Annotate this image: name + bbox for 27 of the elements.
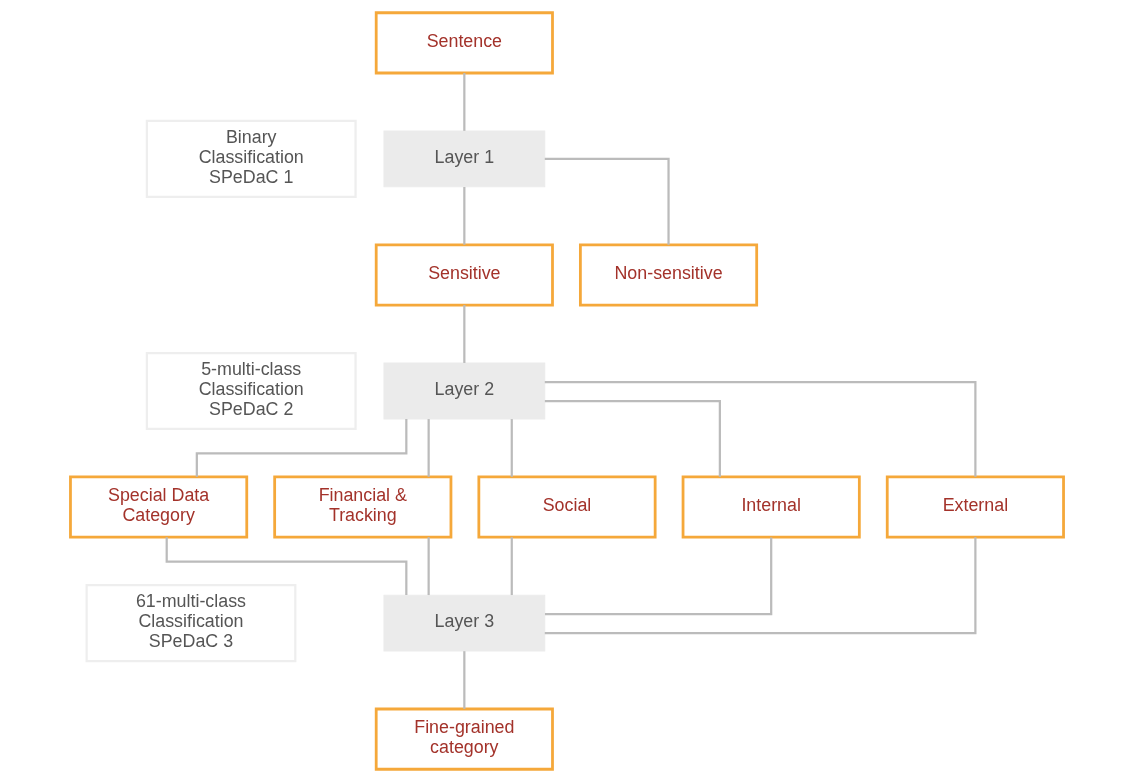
node-box: Fine-grained category (374, 707, 554, 771)
node-box: Internal (681, 475, 861, 539)
node-box: Layer 2 (383, 362, 546, 420)
connector (165, 537, 408, 595)
connector (463, 73, 466, 131)
connector (463, 305, 466, 363)
node-box: Layer 1 (383, 130, 546, 188)
node-box: Sentence (374, 11, 554, 75)
connector (544, 537, 773, 616)
connector (544, 537, 977, 635)
connector (463, 651, 466, 709)
node-box: External (885, 475, 1065, 539)
node-box: Layer 3 (383, 594, 546, 652)
connector (544, 157, 670, 245)
connector (544, 380, 977, 477)
connector (510, 419, 513, 477)
connector (510, 537, 513, 596)
node-box: Non-sensitive (579, 243, 759, 307)
node-box: Social (477, 475, 657, 539)
connector (463, 187, 466, 245)
connector (427, 537, 430, 596)
connector (544, 399, 721, 477)
node-box: Special Data Category (69, 475, 249, 539)
node-box: Sensitive (374, 243, 554, 307)
connector (195, 418, 408, 477)
node-box: Financial & Tracking (273, 475, 453, 539)
connector (427, 419, 430, 477)
